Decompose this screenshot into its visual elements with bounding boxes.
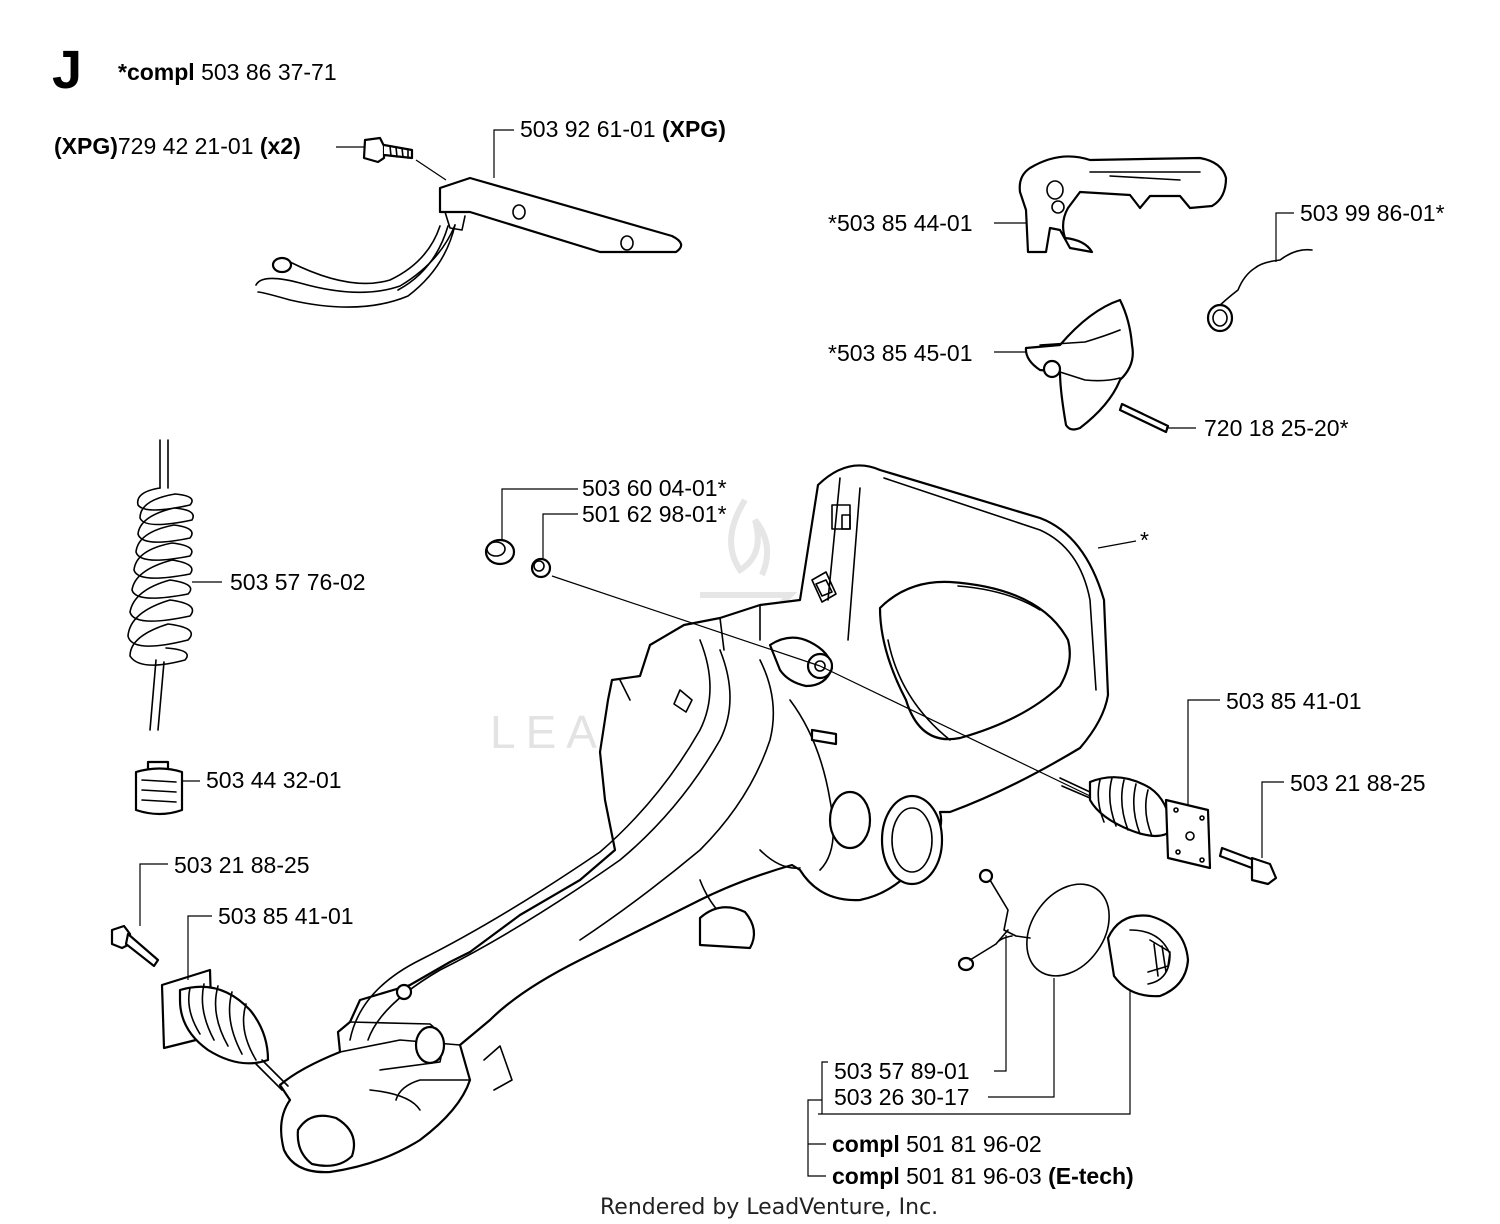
screw-left — [110, 924, 160, 968]
av-spring-right — [1059, 776, 1212, 870]
rear-handle-housing — [278, 464, 1110, 1174]
av-spring-left — [160, 968, 289, 1091]
screw-xpg — [362, 136, 414, 164]
leader-lines — [139, 129, 1294, 1177]
label-cap-compl-etech: compl 501 81 96-03 (E-tech) — [832, 1163, 1134, 1189]
label-cap-bail: 503 57 89-01 — [834, 1058, 970, 1084]
label-lockout: *503 85 45-01 — [828, 340, 973, 366]
trigger-spring — [1206, 248, 1313, 333]
label-plug-small: 501 62 98-01* — [582, 501, 727, 527]
section-letter: J — [52, 40, 82, 100]
label-fuel-hose: 503 57 76-02 — [230, 569, 366, 595]
label-throttle-lever: *503 85 44-01 — [828, 210, 973, 236]
xpg-wires — [255, 224, 456, 308]
fuel-filter — [134, 760, 184, 816]
label-trigger-spring: 503 99 86-01* — [1300, 200, 1445, 226]
small-plug — [530, 557, 552, 579]
lockout-pin — [1118, 402, 1170, 434]
large-plug — [484, 538, 516, 566]
label-bracket-xpg: 503 92 61-01 (XPG) — [520, 116, 726, 142]
label-screw-xpg: (XPG)729 42 21-01 (x2) — [54, 133, 301, 159]
screw-right — [1218, 846, 1278, 886]
label-av-spring-left: 503 85 41-01 — [218, 903, 354, 929]
header-assembly-label: *compl 503 86 37-71 — [118, 59, 337, 85]
label-screw-left: 503 21 88-25 — [174, 852, 310, 878]
label-fuel-filter: 503 44 32-01 — [206, 767, 342, 793]
footer-credit: Rendered by LeadVenture, Inc. — [600, 1195, 938, 1220]
cap-oring — [1026, 883, 1110, 977]
label-handle: * — [1140, 527, 1149, 553]
cap-bail — [957, 868, 1031, 972]
fuel-hose — [127, 439, 194, 731]
label-cap-oring: 503 26 30-17 — [834, 1084, 970, 1110]
label-plug-large: 503 60 04-01* — [582, 475, 727, 501]
label-av-spring-right: 503 85 41-01 — [1226, 688, 1362, 714]
label-screw-right: 503 21 88-25 — [1290, 770, 1426, 796]
xpg-bracket — [438, 176, 683, 254]
label-pin: 720 18 25-20* — [1204, 415, 1349, 441]
throttle-lockout — [1024, 298, 1134, 431]
throttle-lever — [1018, 155, 1228, 254]
label-cap-compl: compl 501 81 96-02 — [832, 1131, 1042, 1157]
fuel-cap — [1106, 914, 1190, 998]
